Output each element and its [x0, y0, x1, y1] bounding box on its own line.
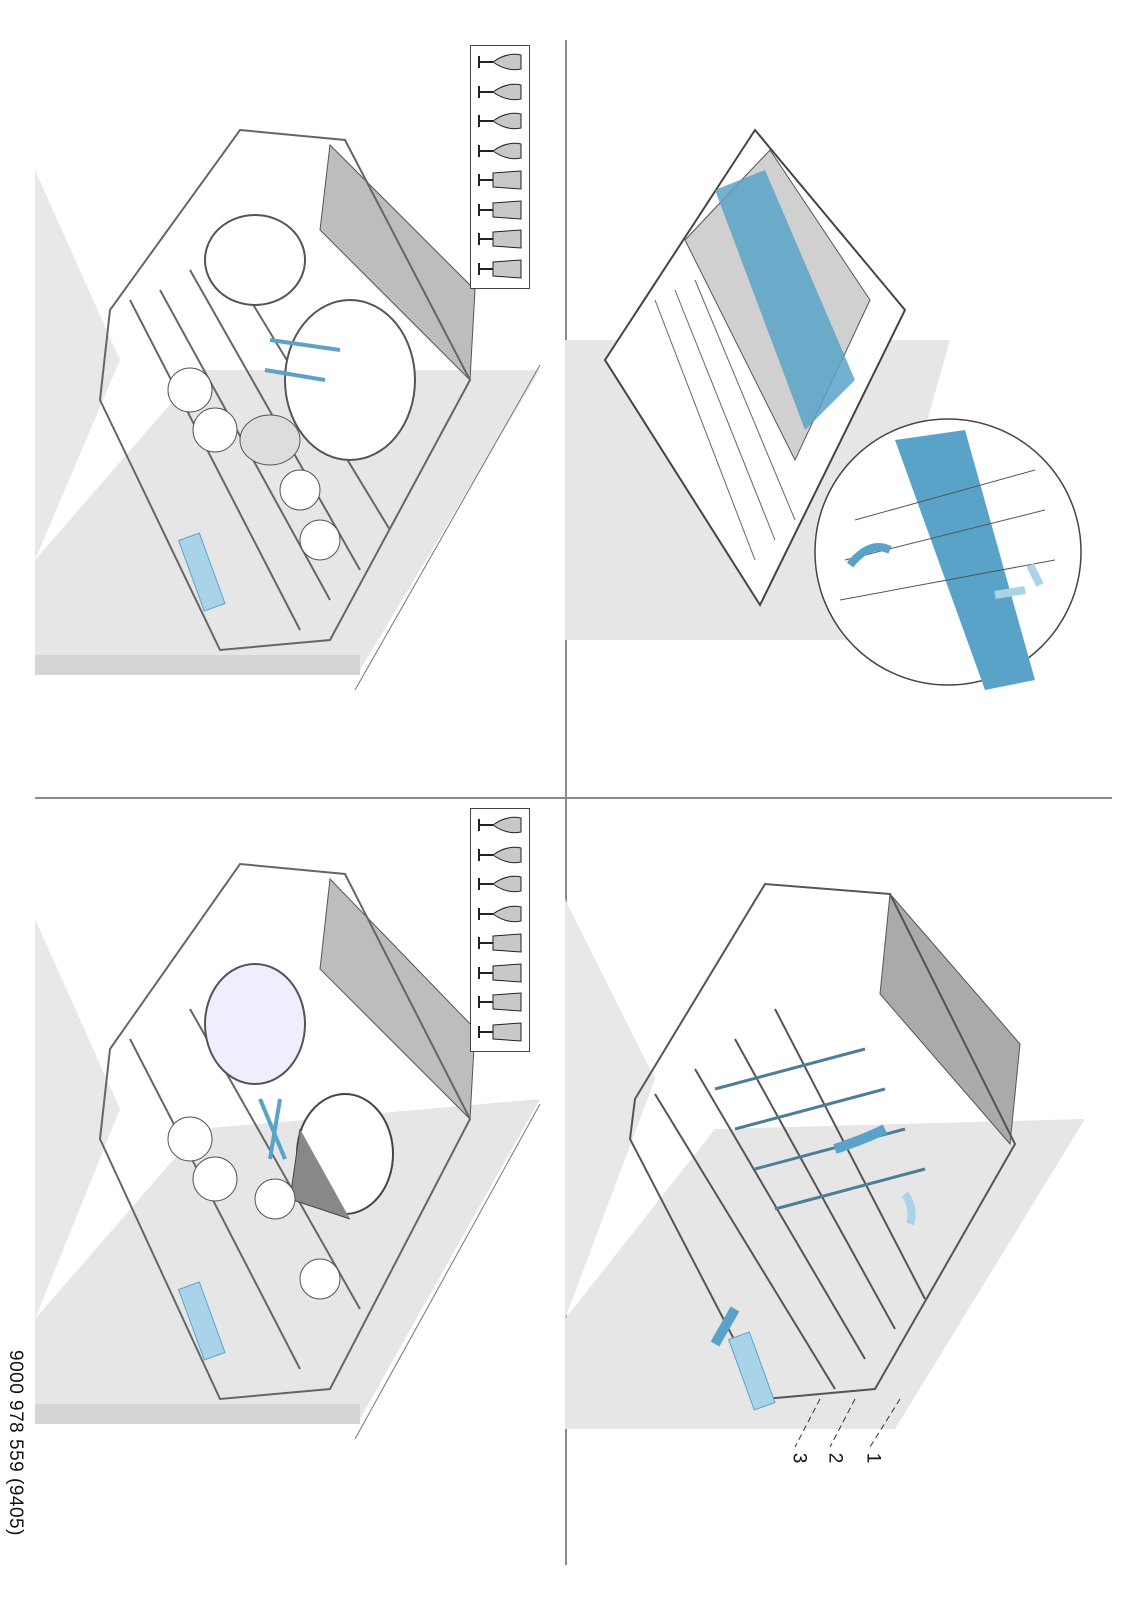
- tall-glass-icon: [477, 229, 523, 249]
- flute-glass-icon: [477, 904, 523, 924]
- brandy-glass-icon: [477, 111, 523, 131]
- wine-glass-icon: [477, 52, 523, 72]
- tall-glass-icon: [477, 962, 523, 983]
- callout-3: 3: [788, 1452, 810, 1464]
- stem-glass-more-icon: [477, 258, 523, 279]
- tall-glass-icon: [477, 199, 523, 220]
- tall-glass-icon: [477, 992, 523, 1012]
- glass-type-panel: [470, 808, 530, 1052]
- stem-glass-more-icon: [477, 1021, 523, 1042]
- callout-2: 2: [824, 1452, 846, 1464]
- wine-glass-icon: [477, 82, 523, 102]
- tumbler-icon: [477, 933, 523, 953]
- wine-glass-icon: [477, 845, 523, 865]
- document-code: 9000 978 559 (9405): [5, 1350, 26, 1536]
- illustration-loaded-rack-top: [0, 0, 565, 797]
- flute-glass-icon: [477, 141, 523, 161]
- horizontal-divider: [35, 797, 1112, 799]
- illustration-cutlery-drawer: [565, 0, 1130, 797]
- callout-1: 1: [862, 1452, 884, 1464]
- wine-glass-icon: [477, 815, 523, 835]
- brandy-glass-icon: [477, 874, 523, 894]
- cutlery-drawer-drawing: [565, 128, 1082, 690]
- empty-rack-drawing: [565, 882, 1085, 1448]
- glass-type-panel: [470, 45, 530, 289]
- rack-with-pot-drawing: [35, 862, 541, 1440]
- loaded-rack-drawing: [35, 128, 541, 691]
- illustration-empty-rack-adjust: 1 2 3: [565, 799, 1130, 1599]
- illustration-rack-with-pot: [0, 799, 565, 1599]
- vertical-divider: [565, 40, 567, 1565]
- tumbler-icon: [477, 170, 523, 190]
